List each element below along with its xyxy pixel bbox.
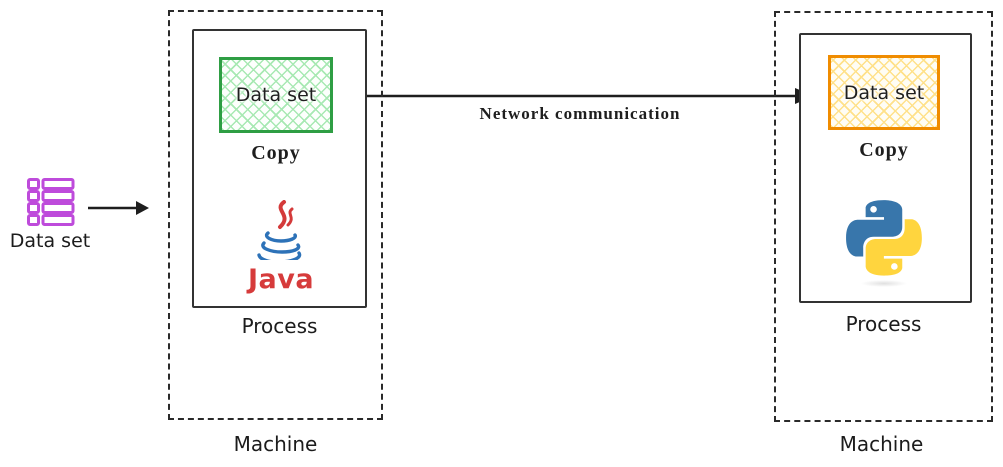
copy-label-left: Copy <box>251 142 301 164</box>
java-logo: Java <box>238 200 324 295</box>
network-arrow <box>348 88 814 104</box>
source-dataset-group <box>27 178 75 232</box>
network-communication-label: Network communication <box>479 104 681 123</box>
python-snakes-icon <box>846 200 922 276</box>
java-cup-icon <box>257 200 302 264</box>
dataset-copy-box-left: Data set <box>219 57 333 133</box>
python-logo-shadow <box>861 280 907 287</box>
dataset-copy-label-right: Data set <box>843 81 925 104</box>
source-arrow <box>88 201 149 215</box>
dataset-list-icon <box>27 178 75 226</box>
source-dataset-label: Data set <box>9 230 91 252</box>
machine-box-left <box>168 10 383 420</box>
java-wordmark: Java <box>247 264 315 295</box>
machine-label-right: Machine <box>839 432 924 456</box>
process-label-left: Process <box>241 314 318 338</box>
copy-label-right: Copy <box>859 139 909 161</box>
machine-label-left: Machine <box>233 432 318 456</box>
python-logo <box>846 200 922 290</box>
process-label-right: Process <box>845 312 922 336</box>
dataset-copy-label-left: Data set <box>235 84 317 106</box>
machine-box-right <box>774 11 993 422</box>
dataset-copy-box-right: Data set <box>828 55 940 130</box>
